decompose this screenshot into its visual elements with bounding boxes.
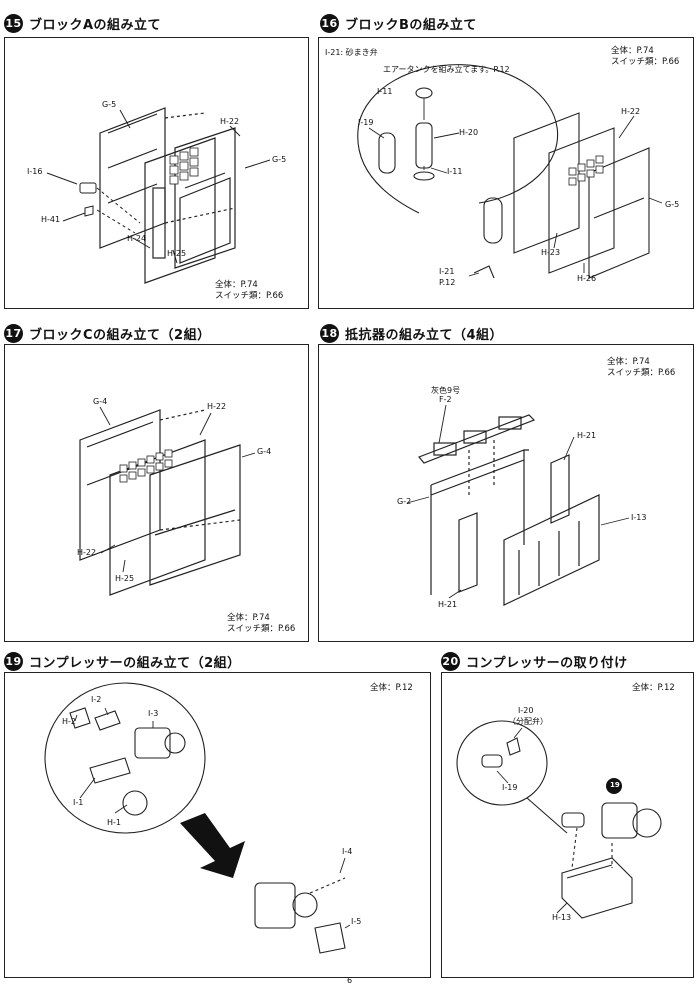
part-label: F-2 bbox=[439, 395, 452, 404]
page-reference: 全体：P.74 スイッチ類：P.66 bbox=[611, 46, 680, 67]
part-label: I-20 bbox=[518, 706, 534, 715]
part-label: I-2 bbox=[91, 695, 102, 704]
page-number: 6 bbox=[346, 976, 353, 985]
part-label: H-22 bbox=[77, 548, 97, 557]
part-label: G-2 bbox=[397, 497, 412, 506]
note-text: I-21: 砂まき弁 bbox=[325, 48, 378, 57]
part-label: G-5 bbox=[665, 200, 680, 209]
step-19-title: 19 コンプレッサーの組み立て（2組） bbox=[4, 652, 241, 671]
step-heading: ブロックCの組み立て（2組） bbox=[29, 328, 211, 343]
part-label: I-16 bbox=[27, 167, 43, 176]
part-label: I-1 bbox=[73, 798, 84, 807]
step-heading: ブロックBの組み立て bbox=[345, 18, 477, 33]
step-15-title: 15 ブロックAの組み立て bbox=[4, 14, 161, 33]
step-number-badge: 15 bbox=[4, 14, 23, 33]
page-reference: 全体：P.12 bbox=[632, 683, 675, 693]
part-label: H-25 bbox=[115, 574, 135, 583]
step-number-badge: 17 bbox=[4, 324, 23, 343]
part-label: H-21 bbox=[577, 431, 597, 440]
part-label-sub: （分配弁） bbox=[508, 717, 548, 726]
part-label: I-19 bbox=[502, 783, 518, 792]
step-17-title: 17 ブロックCの組み立て（2組） bbox=[4, 324, 211, 343]
part-label: I-11 bbox=[377, 87, 393, 96]
step-number-badge: 16 bbox=[320, 14, 339, 33]
part-label: H-1 bbox=[107, 818, 121, 827]
step-heading: 抵抗器の組み立て（4組） bbox=[345, 328, 504, 343]
part-label: I-5 bbox=[351, 917, 362, 926]
part-label: H-22 bbox=[220, 117, 240, 126]
step-number-badge: 19 bbox=[4, 652, 23, 671]
step-20-panel: 19 I-20 （分配弁） I-19 H-13 全体：P.12 bbox=[441, 672, 694, 978]
step-17-panel: G-4 H-22 G-4 H-22 H-25 全体：P.74 スイッチ類：P.6… bbox=[4, 344, 309, 642]
part-label: G-4 bbox=[257, 447, 272, 456]
part-label: H-25 bbox=[167, 249, 187, 258]
part-label: G-4 bbox=[93, 397, 108, 406]
compressor-assembly-diagram bbox=[44, 682, 351, 954]
step-heading: ブロックAの組み立て bbox=[29, 18, 162, 33]
step-19-panel: I-2 H-2 I-3 I-1 H-1 I-4 I-5 全体：P.12 bbox=[4, 672, 431, 978]
step-number-badge: 20 bbox=[441, 652, 460, 671]
page-reference: 全体：P.74 スイッチ類：P.66 bbox=[227, 613, 296, 634]
block-a-diagram bbox=[46, 107, 271, 284]
part-label: I-3 bbox=[148, 709, 159, 718]
part-label: I-21 bbox=[439, 267, 455, 276]
part-label: H-13 bbox=[552, 913, 572, 922]
part-label: H-2 bbox=[62, 717, 76, 726]
step-reference-badge: 19 bbox=[610, 781, 620, 789]
page-reference: 全体：P.74 スイッチ類：P.66 bbox=[607, 357, 676, 378]
part-label: I-4 bbox=[342, 847, 353, 856]
block-c-diagram bbox=[79, 406, 256, 596]
block-b-diagram bbox=[357, 64, 663, 279]
compressor-mount-diagram bbox=[456, 720, 662, 919]
page-reference: 全体：P.74 スイッチ類：P.66 bbox=[215, 280, 284, 301]
part-label: P.12 bbox=[439, 278, 456, 287]
part-label: H-41 bbox=[41, 215, 61, 224]
part-label: H-26 bbox=[577, 274, 597, 283]
step-heading: コンプレッサーの組み立て（2組） bbox=[29, 656, 241, 671]
part-label: I-11 bbox=[447, 167, 463, 176]
part-label: G-5 bbox=[272, 155, 287, 164]
part-label: G-5 bbox=[102, 100, 117, 109]
step-20-title: 20 コンプレッサーの取り付け bbox=[441, 652, 628, 671]
step-18-panel: 灰色9号 F-2 H-21 G-2 I-13 H-21 全体：P.74 スイッチ… bbox=[318, 344, 694, 642]
part-label: H-24 bbox=[127, 234, 147, 243]
step-heading: コンプレッサーの取り付け bbox=[466, 656, 628, 671]
part-label: H-22 bbox=[207, 402, 227, 411]
step-16-panel: I-21: 砂まき弁 エアータンクを組み立てます。P.12 I-11 I-19 … bbox=[318, 37, 694, 309]
step-15-panel: G-5 H-22 G-5 I-16 H-41 H-24 H-25 全体：P.74… bbox=[4, 37, 309, 309]
part-label: I-13 bbox=[631, 513, 647, 522]
part-label: I-19 bbox=[358, 118, 374, 127]
part-label: H-23 bbox=[541, 248, 561, 257]
step-18-title: 18 抵抗器の組み立て（4組） bbox=[320, 324, 503, 343]
note-text: エアータンクを組み立てます。P.12 bbox=[383, 65, 510, 74]
resistor-diagram bbox=[406, 404, 630, 606]
part-label: H-22 bbox=[621, 107, 641, 116]
step-16-title: 16 ブロックBの組み立て bbox=[320, 14, 477, 33]
part-label: H-20 bbox=[459, 128, 479, 137]
paint-color-label: 灰色9号 bbox=[431, 386, 461, 395]
page-reference: 全体：P.12 bbox=[370, 683, 413, 693]
step-number-badge: 18 bbox=[320, 324, 339, 343]
part-label: H-21 bbox=[438, 600, 458, 609]
